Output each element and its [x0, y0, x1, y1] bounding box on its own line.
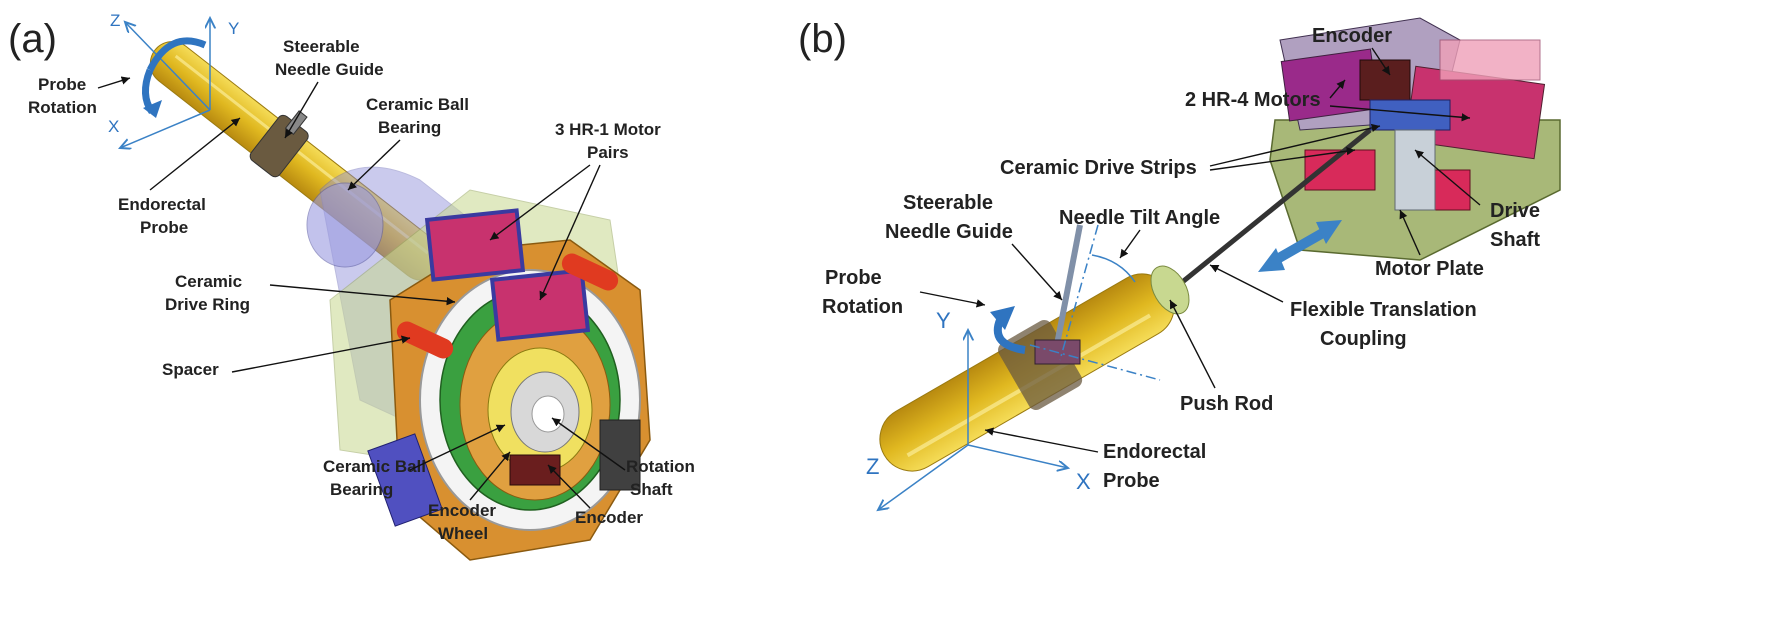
- b-axes: Y Z X: [866, 308, 1091, 510]
- panel-a: (a): [8, 11, 695, 561]
- a-spacer-drawing-top: [561, 253, 619, 291]
- b-axis-y-label: Y: [936, 308, 951, 333]
- b-label-push-rod: Push Rod: [1180, 393, 1273, 415]
- a-label-encoder: Encoder: [575, 508, 643, 527]
- b-push-rod-drawing: [1168, 128, 1372, 294]
- a-axis-z-label: Z: [110, 11, 120, 30]
- b-translation-arrow-icon: [1258, 220, 1342, 272]
- b-label-encoder: Encoder: [1312, 25, 1392, 47]
- b-steerable-needle-guide-drawing: [1029, 224, 1161, 381]
- a-spacer-drawing-left: [396, 321, 454, 359]
- panel-b-label: (b): [798, 17, 847, 61]
- b-label-2-hr4-motors: 2 HR-4 Motors: [1185, 89, 1321, 111]
- panel-a-label: (a): [8, 17, 57, 61]
- a-hr1-motors-drawing: [367, 208, 641, 527]
- panel-b: (b): [798, 17, 1561, 510]
- b-axis-z-label: Z: [866, 454, 879, 479]
- a-axis-x-label: X: [108, 117, 119, 136]
- b-label-needle-tilt-angle: Needle Tilt Angle: [1059, 207, 1220, 229]
- b-axis-x-label: X: [1076, 469, 1091, 494]
- a-label-spacer: Spacer: [162, 360, 219, 379]
- a-axis-y-label: Y: [228, 19, 239, 38]
- b-probe-rotation-arrow-icon: [993, 318, 1026, 354]
- b-motor-plate-drawing: [1269, 17, 1561, 261]
- b-label-ceramic-drive-strips: Ceramic Drive Strips: [1000, 157, 1197, 179]
- b-label-motor-plate: Motor Plate: [1375, 258, 1484, 280]
- a-axes: Z Y X: [108, 11, 239, 148]
- a-ball-bearing-top-drawing: [306, 182, 384, 268]
- a-probe-rotation-arrow-icon: [146, 37, 207, 72]
